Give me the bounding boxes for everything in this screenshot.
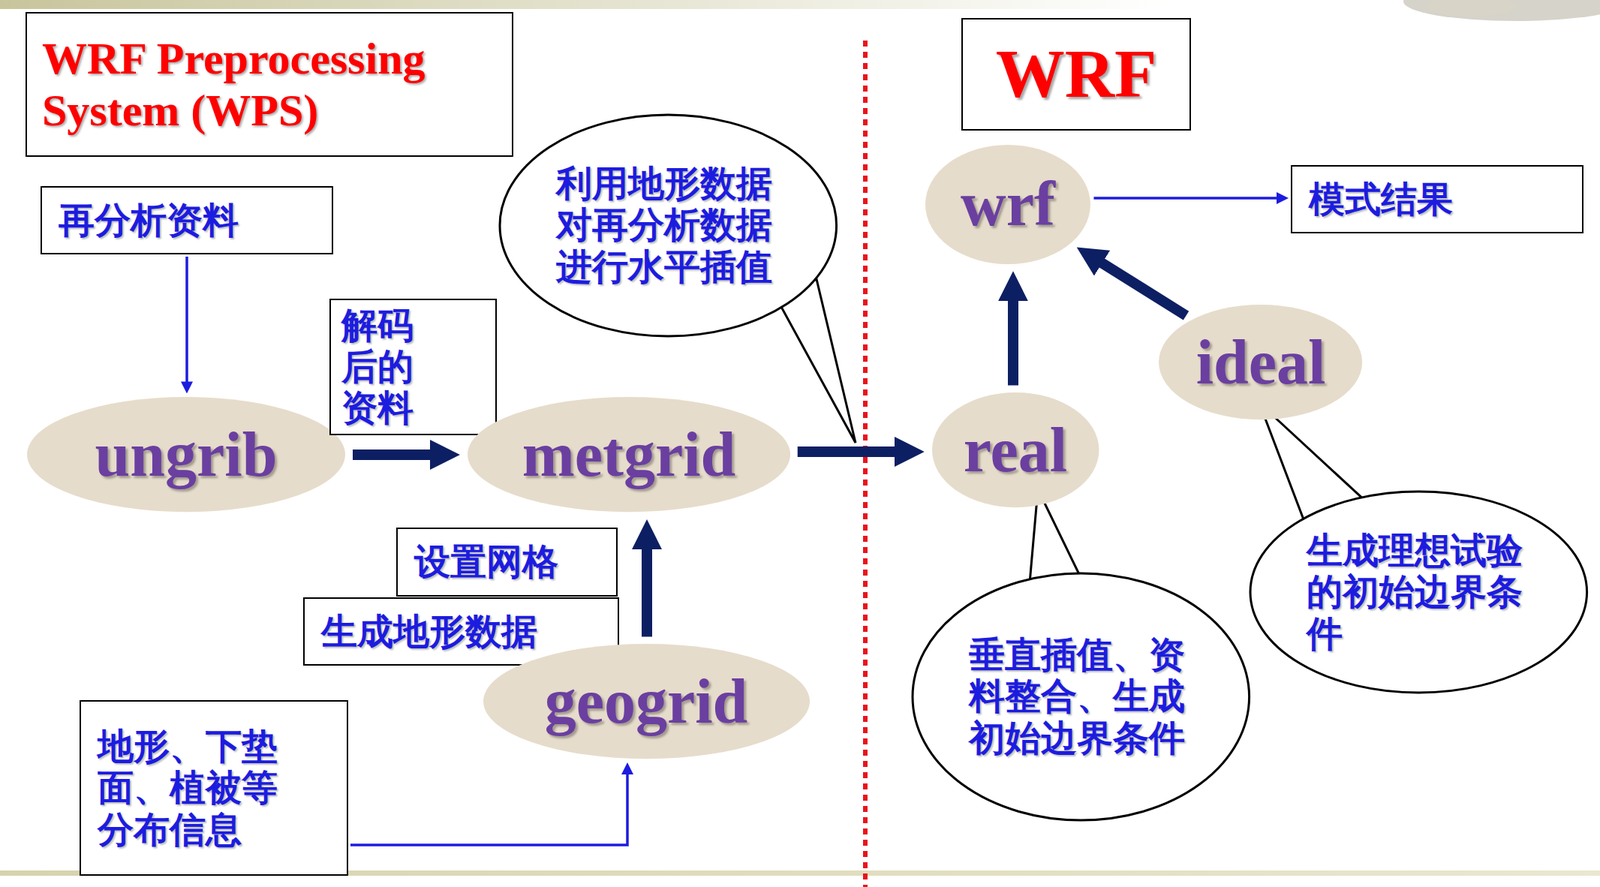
program-oval: wrf [923,143,1092,266]
corner-cloud [1425,0,1516,17]
title-box: WRF [961,18,1191,131]
oval-outline [483,643,810,759]
box-text: 解码后的资料 [341,304,425,430]
box-text: 设置网格 [414,541,559,583]
program-oval: metgrid [466,395,792,514]
box-text: WRF Preprocessing System (WPS) [42,33,448,137]
input-arrow [350,772,628,846]
divider-line [863,40,868,887]
callout-bubble: 利用地形数据对再分析数据进行水平插值 [498,113,839,338]
program-name: real [963,414,1068,488]
callout-bubble: 垂直插值、资料整合、生成初始边界条件 [911,571,1252,822]
program-oval: real [930,390,1101,509]
oval-outline [1158,304,1363,420]
box-text: 模式结果 [1308,178,1453,220]
input-arrow [185,256,189,385]
program-name: wrf [960,168,1056,241]
flow-arrow [641,543,653,637]
step-box: 设置网格 [396,527,618,597]
flow-arrow [1097,259,1187,316]
program-name: ungrib [95,418,278,492]
input-arrow [1093,196,1279,200]
box-text: WRF [995,34,1158,115]
output-box: 模式结果 [1290,165,1584,234]
program-oval: geogrid [481,642,812,761]
oval-outline [932,392,1100,508]
callout-text: 生成理想试验的初始边界条件 [1306,529,1531,655]
data-box: 解码后的资料 [329,298,497,436]
program-name: ideal [1196,326,1327,400]
callout-text: 垂直插值、资料整合、生成初始边界条件 [968,634,1193,759]
input-box: 地形、下垫面、植被等分布信息 [79,700,349,876]
box-text: 生成地形数据 [321,610,538,653]
oval-outline [27,396,346,512]
oval-outline [912,573,1250,821]
flow-arrow [1007,294,1019,385]
program-name: geogrid [544,665,749,739]
oval-outline [925,144,1091,265]
program-name: metgrid [522,418,737,492]
program-oval: ideal [1157,303,1364,422]
callout-bubble: 生成理想试验的初始边界条件 [1248,490,1589,695]
box-text: 地形、下垫面、植被等分布信息 [97,725,289,851]
top-bar [0,0,1171,10]
callout-tail [776,279,856,443]
program-oval: ungrib [25,395,347,514]
flow-arrow [797,446,901,458]
corner-cloud [1403,0,1600,22]
oval-outline [1250,491,1588,693]
oval-outline [467,396,791,512]
input-box: 再分析资料 [40,186,334,255]
title-box: WRF Preprocessing System (WPS) [25,12,514,157]
oval-outline [499,114,837,337]
callout-text: 利用地形数据对再分析数据进行水平插值 [556,162,780,288]
flow-arrow [352,449,437,461]
box-text: 再分析资料 [58,199,239,241]
